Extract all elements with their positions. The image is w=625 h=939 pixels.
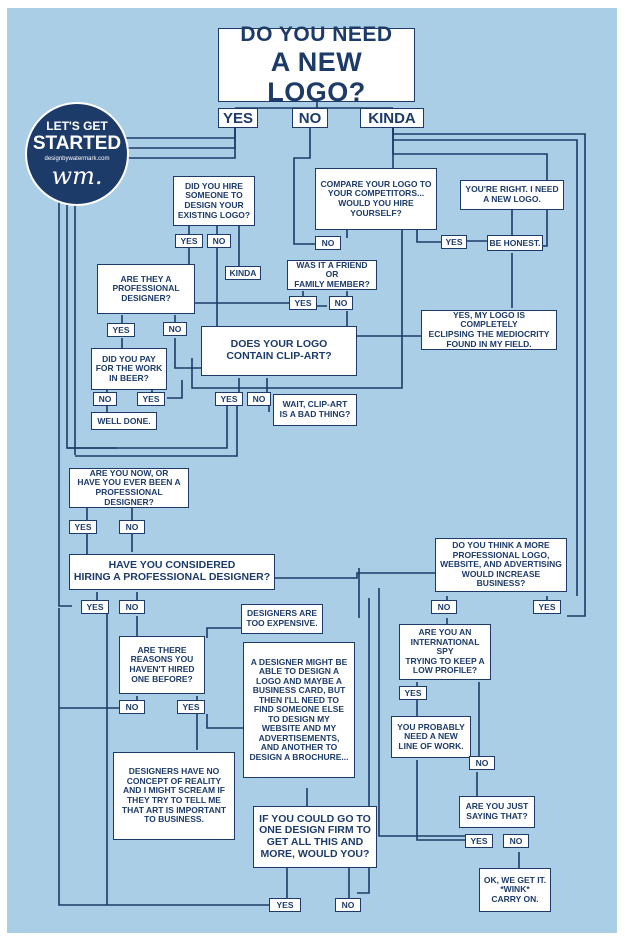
node-no-concept: DESIGNERS HAVE NO CONCEPT OF REALITY AND… xyxy=(113,752,235,840)
label-no: NO xyxy=(119,520,145,534)
node-wink: OK, WE GET IT. *WINK* CARRY ON. xyxy=(479,868,551,912)
node-considered: HAVE YOU CONSIDERED HIRING A PROFESSIONA… xyxy=(69,554,275,590)
node-wait-clip-art: WAIT, CLIP-ART IS A BAD THING? xyxy=(273,394,357,426)
label-no: NO xyxy=(247,392,271,406)
label-yes: YES xyxy=(215,392,243,406)
node-eclipsing: YES, MY LOGO IS COMPLETELY ECLIPSING THE… xyxy=(421,310,557,350)
badge-line-1: LET'S GET xyxy=(46,119,108,134)
connector xyxy=(96,592,138,636)
label-yes: YES xyxy=(175,234,203,248)
node-be-honest: BE HONEST. xyxy=(487,235,543,251)
title-line-2: A NEW LOGO? xyxy=(267,46,366,107)
label-no: NO xyxy=(469,756,495,770)
label-yes: YES xyxy=(137,392,165,406)
label-no: NO xyxy=(431,600,457,614)
answer-yes: YES xyxy=(218,108,258,128)
node-one-firm: IF YOU COULD GO TO ONE DESIGN FIRM TO GE… xyxy=(253,806,377,868)
label-no: NO xyxy=(119,600,145,614)
node-well-done: WELL DONE. xyxy=(91,412,157,430)
watermark-logo: wm. xyxy=(51,161,103,190)
node-professional-designer: ARE THEY A PROFESSIONAL DESIGNER? xyxy=(97,264,195,314)
node-just-saying: ARE YOU JUST SAYING THAT? xyxy=(459,796,535,828)
label-yes: YES xyxy=(269,898,301,912)
label-no: NO xyxy=(335,898,361,912)
title-box: DO YOU NEED A NEW LOGO? xyxy=(218,23,415,107)
label-no: NO xyxy=(329,296,353,310)
node-designer-might: A DESIGNER MIGHT BE ABLE TO DESIGN A LOG… xyxy=(243,642,355,778)
lets-get-started-badge: LET'S GET STARTED designbywatermark.com … xyxy=(25,102,129,206)
answer-no: NO xyxy=(292,108,328,128)
label-yes: YES xyxy=(465,834,493,848)
node-spy: ARE YOU AN INTERNATIONAL SPY TRYING TO K… xyxy=(399,624,491,680)
connector xyxy=(416,760,469,841)
badge-url: designbywatermark.com xyxy=(44,155,110,162)
connector xyxy=(191,230,443,389)
label-yes: YES xyxy=(81,600,109,614)
node-pay-beer: DID YOU PAY FOR THE WORK IN BEER? xyxy=(91,348,167,390)
connector xyxy=(58,606,275,906)
connector xyxy=(74,128,236,455)
connector xyxy=(86,508,133,552)
label-no: NO xyxy=(315,236,341,250)
node-youre-right: YOU'RE RIGHT. I NEED A NEW LOGO. xyxy=(460,180,564,210)
label-yes: YES xyxy=(289,296,317,310)
connector xyxy=(121,338,207,369)
connector xyxy=(286,868,350,898)
node-clip-art: DOES YOUR LOGO CONTAIN CLIP-ART? xyxy=(201,326,357,376)
node-reasons: ARE THERE REASONS YOU HAVEN'T HIRED ONE … xyxy=(119,636,205,694)
label-no: NO xyxy=(163,322,187,336)
label-yes: YES xyxy=(107,323,135,337)
node-more-professional: DO YOU THINK A MORE PROFESSIONAL LOGO, W… xyxy=(435,538,567,592)
connector xyxy=(357,568,472,894)
connector xyxy=(67,406,228,449)
flowchart-poster: DO YOU NEED A NEW LOGO? YES NO KINDA LET… xyxy=(7,8,617,933)
connector xyxy=(196,627,252,750)
node-compare: COMPARE YOUR LOGO TO YOUR COMPETITORS...… xyxy=(315,168,437,230)
badge-line-2: STARTED xyxy=(32,132,122,154)
title-line-1: DO YOU NEED xyxy=(240,23,393,47)
label-yes: YES xyxy=(399,686,427,700)
label-no: NO xyxy=(119,700,145,714)
connector xyxy=(275,572,437,579)
label-no: NO xyxy=(503,834,529,848)
node-kinda-small: KINDA xyxy=(225,266,261,280)
node-are-you-now: ARE YOU NOW, OR HAVE YOU EVER BEEN A PRO… xyxy=(69,468,189,508)
node-new-line-work: YOU PROBABLY NEED A NEW LINE OF WORK. xyxy=(391,716,471,758)
label-yes: YES xyxy=(177,700,205,714)
node-friend-family: WAS IT A FRIEND OR FAMILY MEMBER? xyxy=(287,260,377,290)
label-no: NO xyxy=(207,234,231,248)
label-yes: YES xyxy=(533,600,561,614)
connector xyxy=(75,378,270,457)
connector xyxy=(293,128,325,245)
node-hire-someone: DID YOU HIRE SOMEONE TO DESIGN YOUR EXIS… xyxy=(173,176,255,226)
label-yes: YES xyxy=(441,235,467,249)
label-yes: YES xyxy=(69,520,97,534)
node-too-expensive: DESIGNERS ARE TOO EXPENSIVE. xyxy=(241,604,323,634)
label-no: NO xyxy=(93,392,117,406)
answer-kinda: KINDA xyxy=(360,108,424,128)
